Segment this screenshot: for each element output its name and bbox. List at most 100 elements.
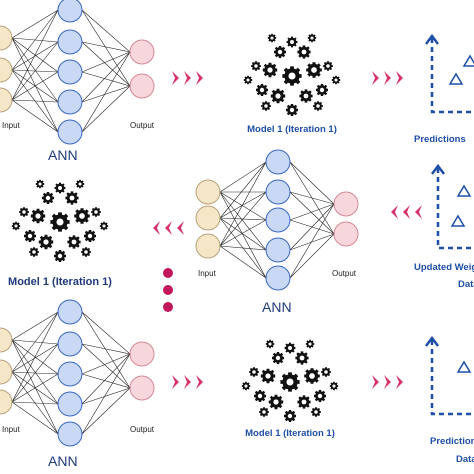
chevron-arrow-icon [184, 71, 191, 85]
gear-icon [262, 62, 278, 78]
network-edge [11, 343, 59, 373]
network-edge [81, 353, 131, 375]
row3-ann-label: ANN [48, 453, 78, 469]
input-neuron [195, 233, 221, 259]
network-edge [81, 311, 131, 389]
input-neuron [0, 327, 13, 353]
gear-icon [297, 395, 311, 409]
gear-icon [24, 230, 36, 242]
network-edge [81, 85, 131, 103]
network-edge [81, 41, 131, 87]
gear-icon [284, 410, 296, 422]
hidden-neuron [57, 391, 83, 417]
network-edge [81, 51, 131, 103]
row2-output-label: Output [332, 269, 357, 278]
chevron-arrow-icon [172, 71, 179, 85]
network-edge [81, 343, 131, 355]
gear-icon [272, 352, 284, 364]
gear-icon [241, 381, 251, 391]
gear-icon [282, 66, 302, 86]
network-edge [289, 203, 335, 251]
network-edge [11, 41, 59, 101]
row1-forward-arrows-2 [372, 71, 403, 85]
network-edge [219, 245, 267, 279]
network-edge [81, 9, 131, 87]
gear-icon [313, 101, 323, 111]
hidden-neuron [57, 29, 83, 55]
gear-icon [267, 33, 277, 43]
gear-icon [251, 61, 261, 71]
chevron-arrow-icon [172, 375, 179, 389]
gear-icon [65, 191, 79, 205]
row3-model-label: Model 1 (Iteration 1) [245, 428, 335, 439]
network-edge [11, 311, 59, 373]
network-edge [81, 41, 131, 53]
gear-icon [54, 250, 66, 262]
gear-icon [280, 372, 300, 392]
network-edge [81, 51, 131, 133]
gear-icon [67, 235, 81, 249]
network-edge [81, 353, 131, 435]
gear-icon [254, 390, 266, 402]
network-edge [289, 161, 335, 205]
gear-icon [321, 367, 331, 377]
gear-icon [314, 390, 326, 402]
network-edge [219, 191, 267, 219]
network-edge [11, 99, 59, 103]
hidden-neuron [57, 299, 83, 325]
row1-ann-network [0, 0, 155, 145]
hidden-neuron [57, 59, 83, 85]
hidden-neuron [57, 421, 83, 447]
network-edge [81, 311, 131, 355]
network-edge [289, 233, 335, 279]
chevron-arrow-icon [196, 375, 203, 389]
chevron-arrow-icon [396, 375, 403, 389]
row1-forward-arrows [172, 71, 203, 85]
chevron-arrow-icon [391, 205, 398, 219]
input-neuron [0, 87, 13, 113]
hidden-neuron [57, 0, 83, 23]
output-neuron [129, 341, 155, 367]
chevron-arrow-icon [153, 221, 160, 235]
row2-network-nodes [195, 149, 359, 291]
chevron-arrow-icon [177, 221, 184, 235]
hidden-neuron [265, 207, 291, 233]
gear-icon [259, 407, 269, 417]
row3-output-label: Output [130, 425, 155, 434]
network-edge [289, 233, 335, 251]
gear-icon [268, 394, 284, 410]
network-edge [289, 203, 335, 279]
gear-icon [286, 36, 298, 48]
row1-ann-label: ANN [48, 147, 78, 163]
chevron-arrow-icon [396, 71, 403, 85]
gear-icon [75, 179, 85, 189]
network-edge [81, 51, 131, 73]
row2-network-edges [219, 161, 335, 279]
network-edge [11, 37, 59, 133]
row3-side-label-line2: Data [456, 454, 474, 465]
gear-icon [54, 182, 66, 194]
input-neuron [195, 179, 221, 205]
gear-icon [35, 179, 45, 189]
gear-icon [286, 104, 298, 116]
gear-icon [99, 221, 109, 231]
row3-side-label-line1: Predictions [430, 436, 474, 447]
input-neuron [0, 25, 13, 51]
network-edge [11, 9, 59, 71]
gear-icon [299, 89, 313, 103]
hidden-neuron [57, 331, 83, 357]
network-edge [81, 353, 131, 405]
row2-progress-dots [163, 268, 173, 312]
network-edge [81, 85, 131, 133]
gear-icon [311, 407, 321, 417]
row1-network-edges [11, 9, 131, 133]
network-edge [219, 191, 267, 279]
network-edge [11, 339, 59, 405]
chevron-arrow-icon [384, 71, 391, 85]
gear-icon [270, 88, 286, 104]
hidden-neuron [57, 89, 83, 115]
hidden-neuron [57, 119, 83, 145]
hidden-neuron [265, 237, 291, 263]
network-edge [81, 71, 131, 87]
